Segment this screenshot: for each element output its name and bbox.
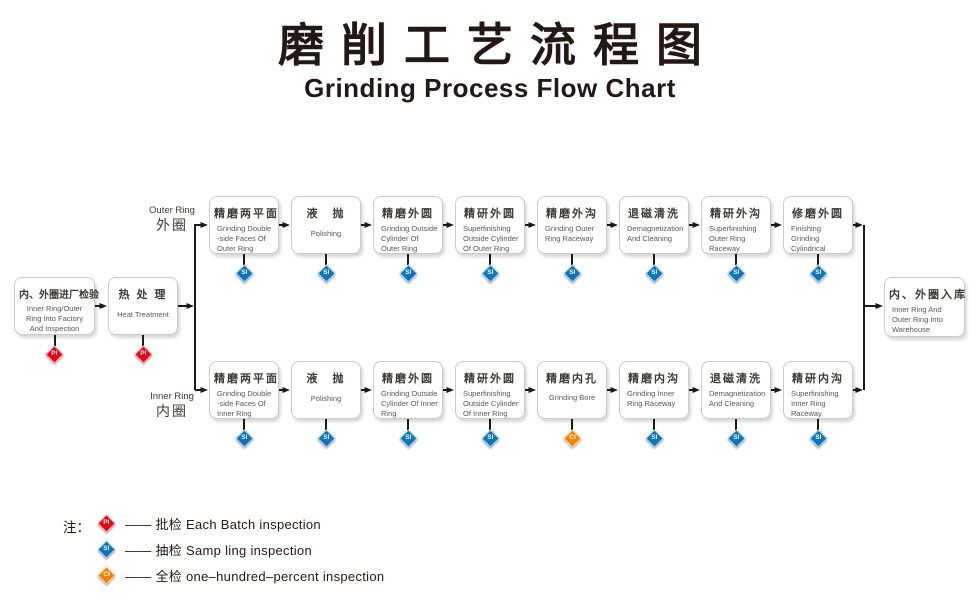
inspection-marker-si: SI bbox=[726, 429, 746, 448]
legend: 注： PI —— 批检 Each Batch inspection SI —— … bbox=[63, 513, 384, 592]
page-header: 磨削工艺流程图 Grinding Process Flow Chart bbox=[0, 20, 980, 102]
page-title-zh: 磨削工艺流程图 bbox=[278, 19, 719, 71]
inspection-marker-si: SI bbox=[562, 264, 582, 283]
legend-rows: PI —— 批检 Each Batch inspection SI —— 抽检 … bbox=[90, 513, 384, 592]
process-box-incoming-inspection: 内、外圈进厂检验 Inner Ring/Outer Ring Into Fact… bbox=[14, 277, 99, 364]
connector-stem bbox=[653, 254, 655, 265]
process-title-en: Heat Treatment bbox=[117, 310, 169, 319]
connector-stem bbox=[735, 419, 737, 430]
inspection-marker-si: SI bbox=[808, 429, 828, 448]
inspection-marker-si: SI bbox=[644, 429, 664, 448]
legend-item-pi: PI —— 批检 Each Batch inspection bbox=[90, 513, 384, 533]
inspection-marker-si: SI bbox=[480, 429, 500, 448]
inspection-marker-si: SI bbox=[808, 264, 828, 283]
inspection-marker-pi: PI bbox=[97, 513, 116, 533]
inspection-marker-si: SI bbox=[480, 264, 500, 283]
inspection-marker-si: SI bbox=[644, 264, 664, 283]
connector-stem bbox=[142, 335, 144, 346]
branch-label-outer-ring: Outer Ring 外圈 bbox=[149, 205, 195, 233]
inspection-marker-ci: CI bbox=[97, 565, 116, 585]
connector-stem bbox=[243, 254, 245, 265]
inspection-marker-si: SI bbox=[316, 264, 336, 283]
process-title-zh: 内、外圈入库 bbox=[889, 289, 967, 301]
legend-item-ci: CI —— 全检 one–hundred–percent inspection bbox=[90, 565, 384, 585]
process-title-en: Inner Ring/Outer Ring Into Factory And I… bbox=[25, 304, 84, 333]
connector-stem bbox=[817, 254, 819, 265]
inspection-marker-si: SI bbox=[234, 429, 254, 448]
branch-label-inner-ring: Inner Ring 内圈 bbox=[150, 391, 194, 419]
connector-stem bbox=[407, 254, 409, 265]
connector-stem bbox=[653, 419, 655, 430]
connector-stem bbox=[489, 254, 491, 265]
legend-note: 注： bbox=[63, 520, 90, 535]
inspection-marker-si: SI bbox=[398, 429, 418, 448]
connector-stem bbox=[325, 419, 327, 430]
connector-stem bbox=[53, 335, 56, 346]
process-box-warehouse: 内、外圈入库 Inner Ring And Outer Ring Into Wa… bbox=[884, 277, 967, 337]
process-title-en: Inner Ring And Outer Ring Into Warehouse bbox=[892, 305, 943, 334]
inspection-marker-si: SI bbox=[234, 264, 254, 283]
inspection-marker-ci: CI bbox=[562, 429, 582, 448]
connector-stem bbox=[571, 254, 573, 265]
inspection-marker-pi: PI bbox=[45, 345, 64, 364]
process-title-zh: 内、外圈进厂检验 bbox=[19, 290, 99, 301]
inspection-marker-si: SI bbox=[316, 429, 336, 448]
connector-stem bbox=[571, 419, 573, 430]
process-title-zh: 热 处 理 bbox=[118, 289, 168, 301]
connector-stem bbox=[243, 419, 245, 430]
inspection-marker-pi: PI bbox=[133, 345, 153, 364]
page-title-en: Grinding Process Flow Chart bbox=[304, 73, 676, 103]
connector-stem bbox=[817, 419, 819, 430]
connector-stem bbox=[407, 419, 409, 430]
connector-stem bbox=[735, 254, 737, 265]
inspection-marker-si: SI bbox=[97, 539, 116, 559]
connector-stem bbox=[489, 419, 491, 430]
inspection-marker-si: SI bbox=[726, 264, 746, 283]
inspection-marker-si: SI bbox=[398, 264, 418, 283]
process-box-heat-treatment: 热 处 理 Heat Treatment PI bbox=[108, 277, 178, 364]
connector-stem bbox=[325, 254, 327, 265]
legend-item-si: SI —— 抽检 Samp ling inspection bbox=[90, 539, 384, 559]
